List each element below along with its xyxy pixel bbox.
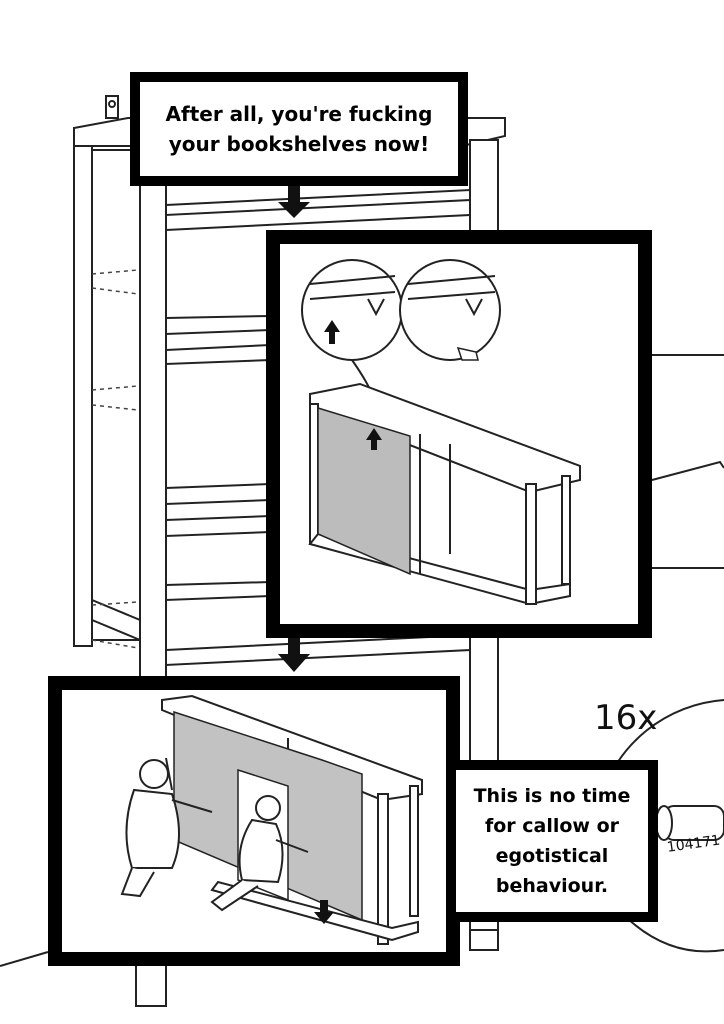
caption-top-line-2: your bookshelves now! (168, 132, 430, 156)
caption-bottom-line-1: This is no time (473, 785, 631, 807)
caption-bottom-right: This is no time for callow or egotistica… (446, 760, 658, 922)
quantity-label: 16x (594, 698, 658, 738)
instruction-panel-two-people (48, 676, 460, 966)
caption-top-line-1: After all, you're fucking (165, 102, 433, 126)
caption-bottom-line-2: for callow or (484, 815, 620, 837)
caption-top: After all, you're fucking your bookshelv… (130, 72, 468, 186)
caption-bottom-line-4: behaviour. (495, 875, 609, 897)
instruction-panel-back-board (266, 230, 652, 638)
back-board-illustration (301, 259, 581, 606)
two-people-illustration (120, 694, 423, 945)
caption-bottom-line-3: egotistical (495, 845, 609, 867)
